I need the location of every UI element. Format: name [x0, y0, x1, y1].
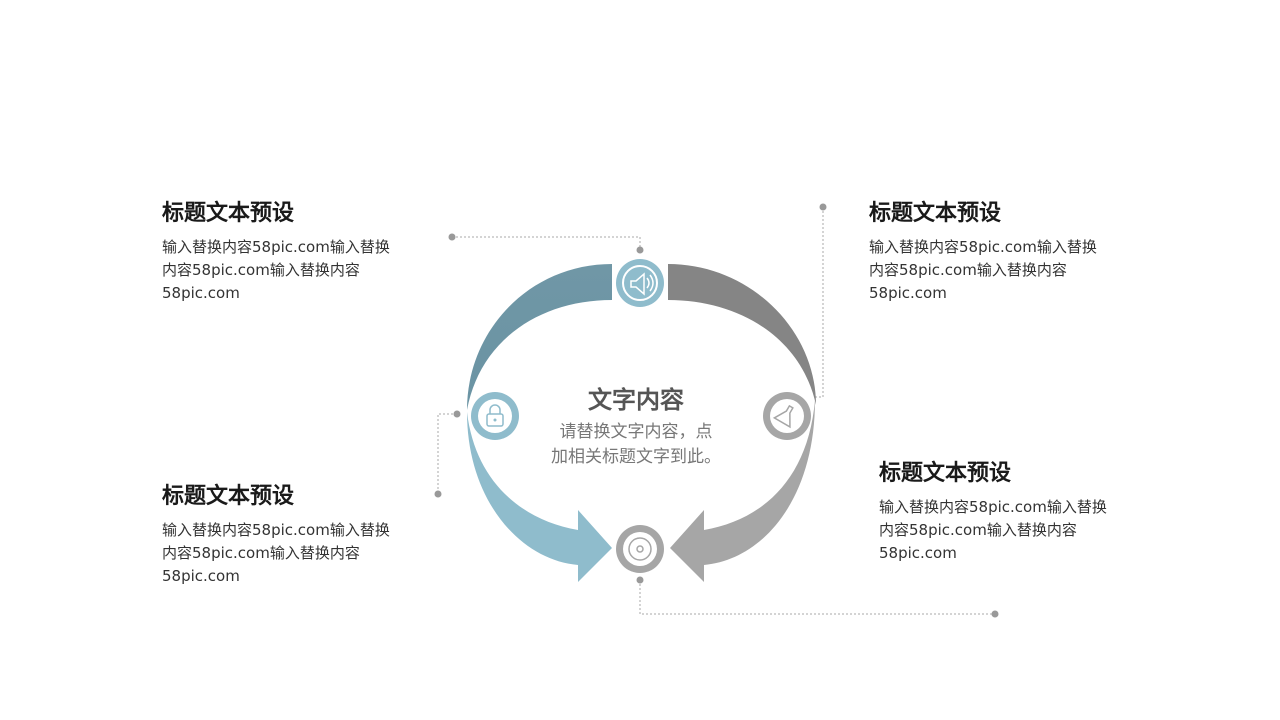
- block-line: 内容58pic.com输入替换内容: [162, 544, 360, 562]
- block-line: 输入替换内容58pic.com输入替换: [162, 238, 390, 256]
- block-line: 内容58pic.com输入替换内容: [879, 521, 1077, 539]
- connector-lines: [437, 207, 995, 615]
- block-title: 标题文本预设: [162, 201, 295, 226]
- block-title: 标题文本预设: [879, 461, 1012, 486]
- block-title: 标题文本预设: [162, 484, 295, 509]
- lock-icon: [471, 392, 519, 440]
- block-title: 标题文本预设: [869, 201, 1002, 226]
- block-line: 58pic.com: [162, 284, 240, 302]
- center-line-1: 请替换文字内容，点: [559, 422, 713, 442]
- center-title: 文字内容: [588, 386, 684, 414]
- arc-top-left: [467, 264, 612, 410]
- text-block-top-right: 标题文本预设 输入替换内容58pic.com输入替换内容58pic.com输入替…: [869, 200, 1119, 305]
- connector-dots: [434, 203, 999, 618]
- speaker-icon: [616, 259, 664, 307]
- block-line: 58pic.com: [879, 544, 957, 562]
- text-block-bottom-right: 标题文本预设 输入替换内容58pic.com输入替换内容58pic.com输入替…: [879, 460, 1129, 565]
- arc-top-right: [668, 264, 816, 405]
- center-line-2: 加相关标题文字到此。: [551, 447, 721, 467]
- block-line: 58pic.com: [869, 284, 947, 302]
- block-line: 输入替换内容58pic.com输入替换: [869, 238, 1097, 256]
- arrow-bottom-right: [670, 400, 815, 582]
- text-block-bottom-left: 标题文本预设 输入替换内容58pic.com输入替换内容58pic.com输入替…: [162, 483, 412, 588]
- block-line: 内容58pic.com输入替换内容: [162, 261, 360, 279]
- block-line: 输入替换内容58pic.com输入替换: [879, 498, 1107, 516]
- center-text: 文字内容 请替换文字内容，点加相关标题文字到此。: [536, 384, 736, 470]
- text-block-top-left: 标题文本预设 输入替换内容58pic.com输入替换内容58pic.com输入替…: [162, 200, 412, 305]
- arrow-bottom-left: [467, 412, 612, 582]
- flask-icon: [763, 392, 811, 440]
- block-line: 58pic.com: [162, 567, 240, 585]
- block-line: 内容58pic.com输入替换内容: [869, 261, 1067, 279]
- disc-icon: [616, 525, 664, 573]
- block-line: 输入替换内容58pic.com输入替换: [162, 521, 390, 539]
